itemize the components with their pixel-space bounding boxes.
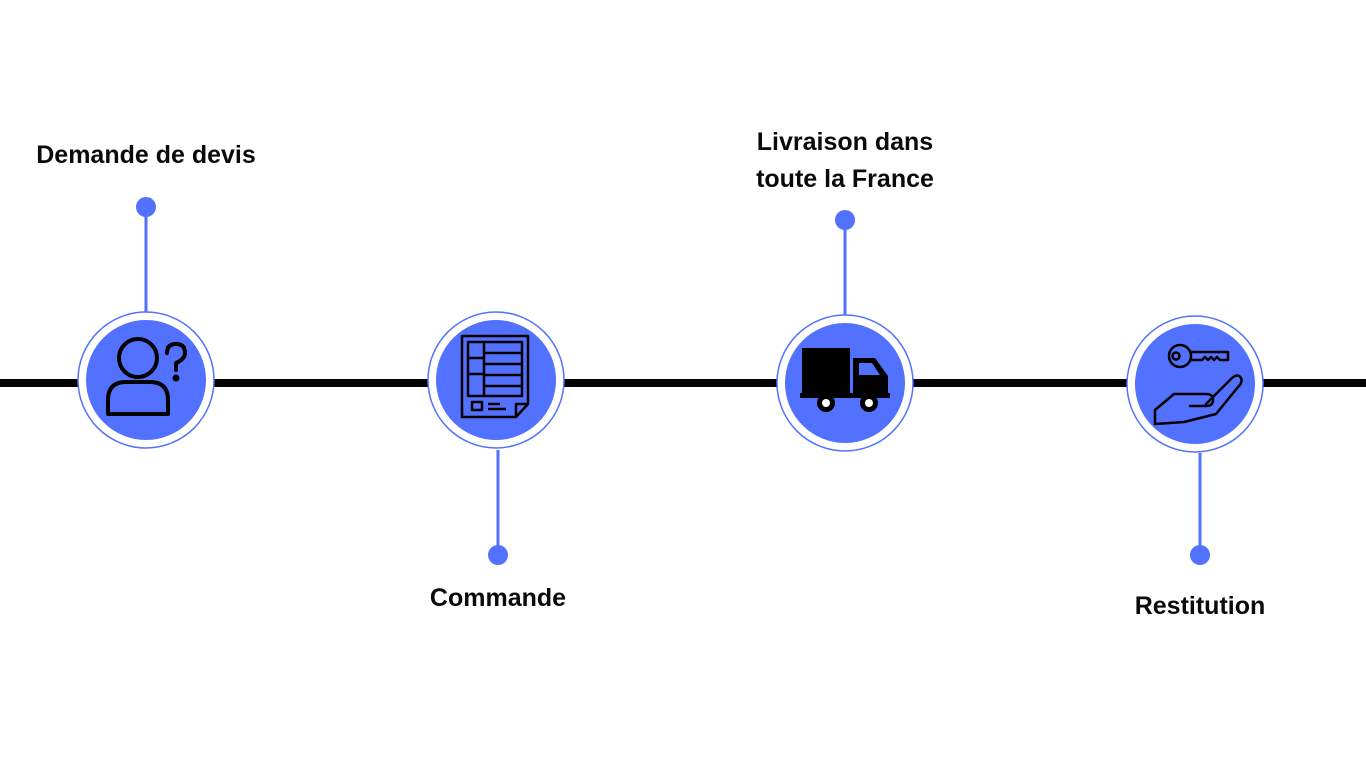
delivery-truck-icon bbox=[800, 348, 890, 412]
step-1-node bbox=[77, 311, 215, 449]
connector-dot-4 bbox=[1190, 545, 1210, 565]
step-2-node bbox=[427, 311, 565, 449]
step-label-1: Demande de devis bbox=[36, 141, 256, 169]
connector-2 bbox=[488, 450, 508, 565]
connector-3 bbox=[835, 210, 855, 316]
step-label-2: Commande bbox=[429, 584, 567, 612]
step-3-node bbox=[776, 314, 914, 452]
connector-1 bbox=[136, 197, 156, 313]
connector-dot-2 bbox=[488, 545, 508, 565]
connector-dot-3 bbox=[835, 210, 855, 230]
step-label-3: Livraison dans toute la France bbox=[756, 128, 934, 193]
connector-4 bbox=[1190, 453, 1210, 565]
user-question-icon bbox=[106, 337, 187, 416]
order-form-icon bbox=[460, 334, 530, 419]
connector-dot-1 bbox=[136, 197, 156, 217]
key-in-hand-icon bbox=[1153, 343, 1243, 426]
step-label-4: Restitution bbox=[1134, 592, 1266, 620]
step-4-node bbox=[1126, 315, 1264, 453]
